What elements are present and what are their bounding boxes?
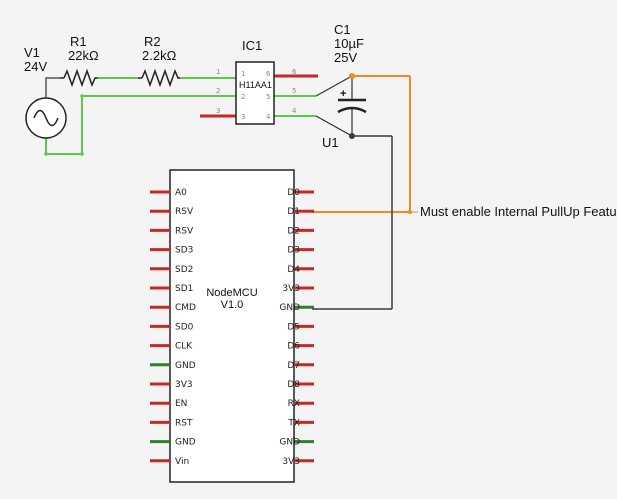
wire-return[interactable]	[45, 95, 236, 155]
ic1-outer-pin-5: 5	[292, 87, 296, 95]
nodemcu-pin-label-left-sd2: SD2	[175, 265, 193, 275]
pullup-annotation: Must enable Internal PullUp Feature	[420, 204, 617, 219]
nodemcu-pin-label-right-d8: D8	[287, 380, 300, 390]
nodemcu-pin-label-right-d3: D3	[287, 246, 300, 256]
ic1-outer-pin-4: 4	[292, 107, 297, 115]
junction-dot	[44, 152, 48, 156]
r2-resistor[interactable]	[138, 68, 180, 88]
nodemcu-pin-label-left-sd3: SD3	[175, 246, 193, 256]
v1-ac-source[interactable]	[25, 97, 67, 139]
ic1-pin-3: 3	[241, 113, 245, 121]
c1-negative-node	[349, 133, 355, 139]
r1-ref-label: R1	[70, 34, 87, 49]
nodemcu-pin-label-right-gnd: GND	[279, 438, 300, 448]
r2-value-label: 2.2kΩ	[142, 48, 177, 63]
wire-top-signal[interactable]	[45, 77, 236, 98]
c1-capacitor[interactable]	[337, 76, 367, 136]
ic1-pin-1: 1	[241, 70, 245, 78]
nodemcu-pin-label-right-d0: D0	[287, 188, 300, 198]
r2-ref-label: R2	[144, 34, 161, 49]
nodemcu-version-label: V1.0	[221, 299, 244, 311]
nodemcu-pin-label-right-tx: TX	[287, 418, 300, 428]
c1-ref-label: C1	[334, 22, 351, 37]
v1-ref-label: V1	[24, 45, 40, 60]
v1-value-label: 24V	[24, 59, 47, 74]
nodemcu-pin-label-right-d2: D2	[287, 226, 300, 236]
nodemcu-pin-label-left-rsv: RSV	[175, 226, 194, 236]
nodemcu-pin-label-left-a0: A0	[175, 188, 187, 198]
nodemcu-pin-label-left-sd0: SD0	[175, 322, 194, 332]
ic1-pin-6: 6	[266, 70, 271, 78]
nodemcu-pin-label-left-rsv: RSV	[175, 207, 194, 217]
nodemcu-pin-label-right-d5: D5	[287, 322, 300, 332]
ic1-optocoupler[interactable]	[200, 61, 318, 125]
nodemcu-pin-label-left-vin: Vin	[175, 457, 189, 467]
c1-value-label: 10µF	[334, 36, 364, 51]
ic1-pin-5: 5	[266, 93, 270, 101]
nodemcu-pin-label-left-clk: CLK	[175, 342, 193, 352]
ic1-ref-label: IC1	[242, 38, 262, 53]
nodemcu-pin-label-right-d4: D4	[287, 265, 300, 275]
nodemcu-board[interactable]	[169, 169, 295, 483]
r1-value-label: 22kΩ	[68, 48, 99, 63]
nodemcu-pin-label-right-d1: D1	[287, 207, 300, 217]
junction-dot	[80, 152, 84, 156]
ic1-outer-pin-6: 6	[292, 68, 297, 76]
c1-positive-node	[349, 73, 355, 79]
wire-ground-dark[interactable]	[274, 115, 393, 310]
nodemcu-pin-label-left-en: EN	[175, 399, 187, 409]
ic1-pin-4: 4	[266, 113, 271, 121]
nodemcu-pin-label-right-d6: D6	[287, 342, 300, 352]
nodemcu-pin-label-right-d7: D7	[287, 361, 300, 371]
ic1-outer-pin-2: 2	[216, 87, 220, 95]
ic1-outer-pin-3: 3	[216, 107, 220, 115]
nodemcu-pin-label-left-gnd: GND	[175, 361, 196, 371]
nodemcu-pin-label-right-rx: RX	[288, 399, 300, 409]
nodemcu-pin-label-left-3v3: 3V3	[175, 380, 193, 390]
nodemcu-pin-label-right-3v3: 3V3	[282, 457, 300, 467]
junction-dot	[408, 210, 412, 214]
u1-ref-label: U1	[322, 135, 339, 150]
nodemcu-pin-label-left-rst: RST	[175, 418, 193, 428]
wire-output-orange[interactable]	[274, 75, 411, 213]
r1-resistor[interactable]	[60, 68, 98, 88]
ic1-pin-2: 2	[241, 93, 245, 101]
nodemcu-name-label: NodeMCU	[206, 287, 257, 299]
ic1-part-label: H11AA1	[239, 80, 272, 90]
nodemcu-pin-label-right-3v3: 3V3	[282, 284, 300, 294]
nodemcu-pin-label-left-cmd: CMD	[175, 303, 196, 313]
nodemcu-pin-label-left-sd1: SD1	[175, 284, 193, 294]
ic1-outer-pin-1: 1	[216, 68, 220, 76]
c1-voltage-label: 25V	[334, 50, 357, 65]
junction-dot	[80, 94, 84, 98]
c1-polarity-label: +	[340, 88, 346, 100]
nodemcu-pin-label-left-gnd: GND	[175, 438, 196, 448]
nodemcu-pin-label-right-gnd: GND	[279, 303, 300, 313]
